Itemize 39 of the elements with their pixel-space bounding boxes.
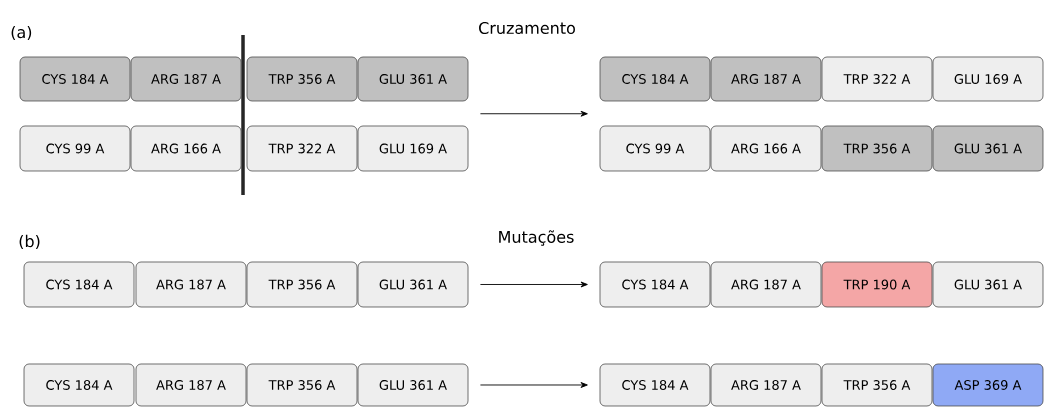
residue-box: CYS 99 A [599, 125, 711, 172]
residue-box: GLU 361 A [357, 363, 469, 407]
section-title: Mutações [499, 230, 574, 246]
arrow [479, 281, 588, 288]
residue-box: ARG 187 A [135, 261, 247, 308]
arrow [479, 382, 588, 388]
residue-box: TRP 356 A [246, 56, 358, 102]
residue-box: ARG 187 A [710, 56, 822, 102]
residue-box: GLU 361 A [357, 261, 469, 308]
residue-box: CYS 184 A [23, 261, 135, 308]
panel-label: (b) [19, 234, 40, 250]
residue-box: ARG 166 A [130, 125, 242, 172]
residue-box: TRP 322 A [821, 56, 933, 102]
residue-box: GLU 169 A [357, 125, 469, 172]
residue-box: ARG 187 A [710, 261, 822, 308]
panel-label: (a) [11, 25, 32, 41]
residue-box: TRP 356 A [246, 261, 358, 308]
residue-box: ARG 166 A [710, 125, 822, 172]
residue-box: CYS 99 A [19, 125, 131, 172]
residue-box: GLU 169 A [932, 56, 1044, 102]
residue-box: GLU 361 A [932, 125, 1044, 172]
residue-box: TRP 190 A [821, 261, 933, 308]
residue-box: CYS 184 A [599, 56, 711, 102]
residue-box: ASP 369 A [932, 363, 1044, 407]
residue-box: ARG 187 A [130, 56, 242, 102]
residue-box: CYS 184 A [599, 261, 711, 308]
residue-box: CYS 184 A [19, 56, 131, 102]
section-title: Cruzamento [479, 21, 575, 35]
residue-box: TRP 356 A [821, 363, 933, 407]
residue-box: TRP 356 A [821, 125, 933, 172]
residue-box: GLU 361 A [932, 261, 1044, 308]
residue-box: ARG 187 A [135, 363, 247, 407]
residue-box: CYS 184 A [599, 363, 711, 407]
residue-box: ARG 187 A [710, 363, 822, 407]
residue-box: CYS 184 A [23, 363, 135, 407]
residue-box: GLU 361 A [357, 56, 469, 102]
arrow [479, 110, 588, 117]
residue-box: TRP 322 A [246, 125, 358, 172]
residue-box: TRP 356 A [246, 363, 358, 407]
